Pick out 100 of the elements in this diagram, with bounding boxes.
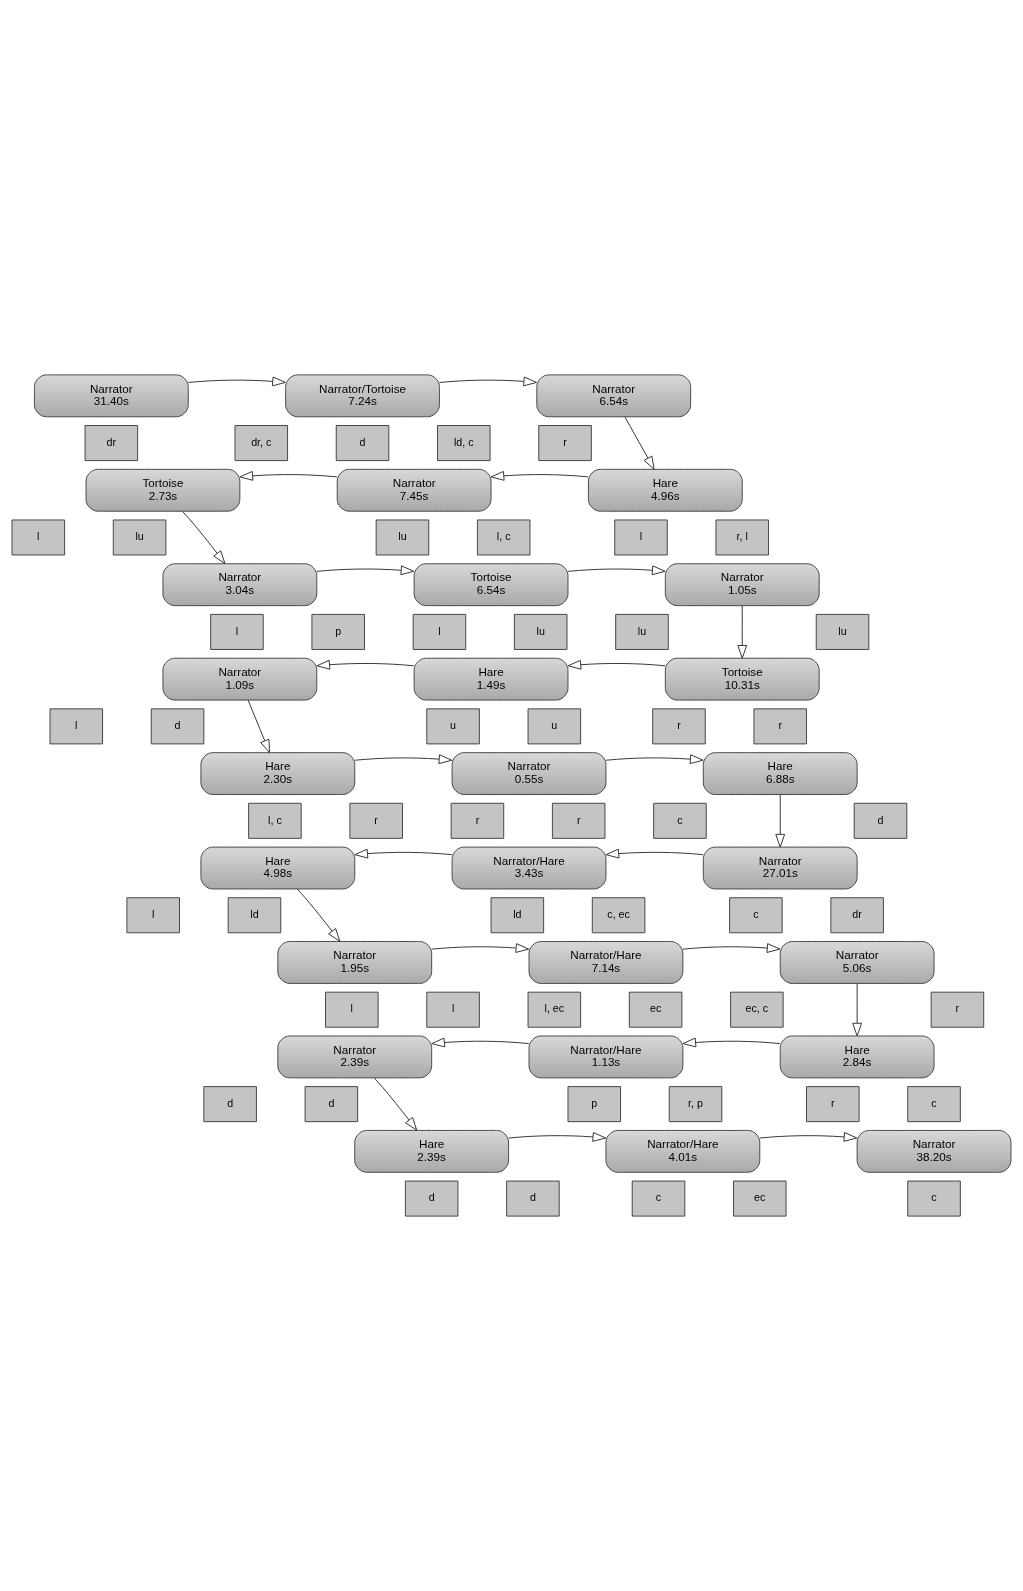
node-box: lu (615, 613, 669, 650)
node-box: Narrator 1.09s (162, 657, 318, 701)
arrow (508, 1132, 607, 1142)
node-box: lu (112, 519, 167, 556)
node-box: l (325, 991, 379, 1028)
node-box: u (527, 708, 582, 745)
node-box: l (11, 519, 66, 556)
arrow (852, 983, 863, 1037)
node-box: ld (490, 897, 545, 934)
node-box: c (907, 1180, 961, 1217)
node-box: Narrator 5.06s (779, 941, 935, 984)
node-box: dr (830, 897, 884, 934)
arrow (187, 376, 286, 387)
node-box: c, ec (591, 897, 646, 934)
node-box: c (907, 1086, 961, 1123)
node-box: ld (227, 897, 282, 934)
node-box: u (426, 708, 480, 745)
node-box: l (126, 897, 180, 934)
arrow (775, 794, 786, 848)
node-box: d (304, 1086, 359, 1123)
node-box: dr, c (234, 425, 289, 462)
node-box: Narrator 1.05s (664, 563, 820, 607)
arrow (682, 1037, 781, 1048)
node-box: Narrator 1.95s (277, 941, 433, 984)
node-box: Narrator 6.54s (536, 374, 692, 418)
node-box: d (203, 1086, 257, 1123)
arrow (605, 848, 704, 859)
node-box: Hare 4.96s (587, 468, 743, 512)
node-box: lu (513, 613, 568, 650)
node-box: l, c (476, 519, 531, 556)
node-box: Narrator/Hare 4.01s (605, 1129, 761, 1173)
arrow (682, 943, 781, 953)
node-box: ec (733, 1180, 787, 1217)
node-box: d (506, 1180, 560, 1217)
node-box: Narrator 38.20s (856, 1129, 1012, 1173)
node-box: ec (628, 991, 683, 1028)
node-box: l (49, 708, 104, 745)
node-box: Narrator/Hare 7.14s (528, 941, 684, 984)
arrow (354, 754, 453, 765)
node-box: r, l (715, 519, 770, 556)
arrow (567, 659, 666, 670)
node-box: p (311, 613, 365, 650)
node-box: Narrator 7.45s (336, 468, 492, 512)
node-box: Hare 4.98s (200, 846, 356, 890)
node-box: Narrator 3.04s (162, 563, 318, 607)
node-box: Hare 2.39s (354, 1129, 510, 1173)
arrow (316, 565, 415, 576)
node-box: Hare 2.84s (779, 1035, 935, 1079)
arrow (431, 943, 530, 953)
node-box: l (614, 519, 668, 556)
node-box: r (753, 708, 807, 745)
arrow (567, 565, 666, 576)
node-box: ec, c (730, 991, 784, 1028)
node-box: l, ec (527, 991, 582, 1028)
arrow (354, 848, 453, 859)
arrow (296, 888, 341, 942)
node-box: Hare 2.30s (200, 752, 356, 795)
arrow (490, 470, 589, 481)
node-box: c (729, 897, 783, 934)
node-box: Tortoise 2.73s (85, 468, 241, 512)
arrow (759, 1132, 858, 1142)
arrow (605, 754, 704, 765)
node-box: lu (815, 613, 870, 650)
node-box: d (853, 802, 908, 839)
node-box: r (551, 802, 606, 839)
arrow (373, 1077, 418, 1131)
node-box: p (567, 1086, 622, 1123)
node-box: l (210, 613, 264, 650)
node-box: r (349, 802, 403, 839)
node-box: lu (375, 519, 430, 556)
node-box: Narrator/Hare 3.43s (451, 846, 607, 890)
node-box: Hare 6.88s (702, 752, 858, 795)
node-box: c (653, 802, 707, 839)
node-box: Narrator/Tortoise 7.24s (285, 374, 440, 418)
node-box: d (404, 1180, 459, 1217)
node-box: d (335, 425, 390, 462)
node-box: l (426, 991, 480, 1028)
arrow (431, 1037, 530, 1048)
node-box: d (150, 708, 205, 745)
node-box: r (806, 1086, 860, 1123)
node-box: r (652, 708, 706, 745)
node-box: r, p (668, 1086, 723, 1123)
node-box: Narrator 27.01s (702, 846, 858, 890)
node-box: l (412, 613, 467, 650)
node-box: ld, c (437, 425, 491, 462)
arrow (247, 699, 271, 754)
node-box: l, c (248, 802, 302, 839)
node-box: Narrator 31.40s (33, 374, 189, 418)
node-box: Narrator/Hare 1.13s (528, 1035, 684, 1079)
node-box: r (930, 991, 985, 1028)
node-box: Narrator 0.55s (451, 752, 607, 795)
node-box: r (450, 802, 505, 839)
arrow (182, 510, 226, 564)
node-box: Tortoise 6.54s (413, 563, 569, 607)
arrow (316, 659, 415, 670)
arrow (624, 416, 655, 470)
arrow (439, 376, 537, 387)
node-box: Hare 1.49s (413, 657, 569, 701)
node-box: Tortoise 10.31s (664, 657, 820, 701)
node-box: c (631, 1180, 686, 1217)
